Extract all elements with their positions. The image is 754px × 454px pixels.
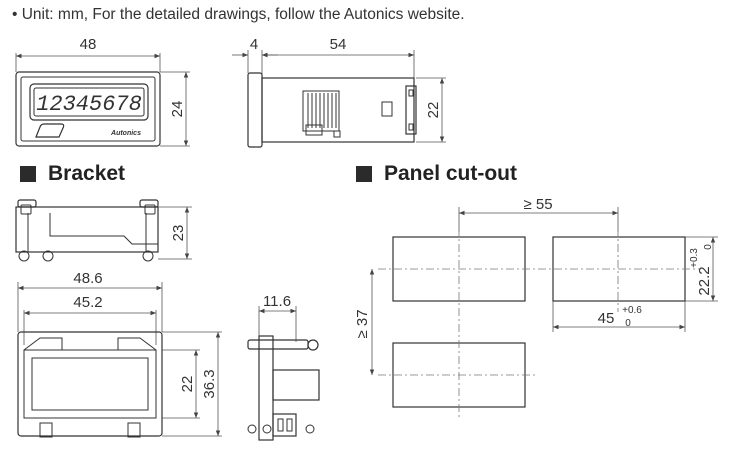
cutout-height-label: 22.2 <box>696 266 713 295</box>
bracket-profile-width-label: 11.6 <box>263 293 291 310</box>
cutout-pitch-h-label: ≥ 55 <box>523 196 552 213</box>
bracket-heading: Bracket <box>20 162 125 186</box>
panel-cutout-heading: Panel cut-out <box>356 162 517 186</box>
lcd-digits: 12345678 <box>36 92 142 117</box>
bracket-outer-height-label: 36.3 <box>201 369 218 398</box>
bracket-side-view: 23 <box>15 199 192 262</box>
side-depth-label: 54 <box>330 36 347 53</box>
square-bullet-icon <box>20 166 36 182</box>
unit-note: • Unit: mm, For the detailed drawings, f… <box>12 6 465 23</box>
cutout-pitch-v-label: ≥ 37 <box>354 309 371 338</box>
bracket-side-height-label: 23 <box>170 225 187 242</box>
front-width-label: 48 <box>80 36 97 53</box>
bracket-profile-view: 11.6 <box>247 293 320 441</box>
panel-cutout-drawing: ≥ 55 ≥ 37 22.2 +0.3 0 45 +0.6 0 <box>354 196 718 418</box>
bracket-front-view: 48.6 45.2 22 36.3 <box>17 270 222 438</box>
bracket-title: Bracket <box>48 162 126 185</box>
square-bullet-icon <box>356 166 372 182</box>
brand-logo: Autonics <box>110 130 141 137</box>
front-height-label: 24 <box>169 101 186 118</box>
side-view: 4 54 22 <box>232 36 446 148</box>
side-height-label: 22 <box>425 102 442 119</box>
cutout-width-label: 45 <box>598 310 615 327</box>
bracket-outer-width-label: 48.6 <box>73 270 102 287</box>
front-key-icon <box>35 123 65 138</box>
cutout-height-tol-minus: 0 <box>703 244 714 250</box>
panel-cutout-title: Panel cut-out <box>384 162 518 185</box>
cutout-height-tol-plus: +0.3 <box>689 248 700 268</box>
cutout-width-tol-plus: +0.6 <box>622 305 642 316</box>
cutout-width-tol-minus: 0 <box>625 318 631 329</box>
side-bezel-label: 4 <box>250 36 258 53</box>
front-view: 48 12345678 Autonics 24 <box>15 36 190 147</box>
bracket-inner-height-label: 22 <box>179 376 196 393</box>
bracket-inner-width-label: 45.2 <box>73 294 102 311</box>
